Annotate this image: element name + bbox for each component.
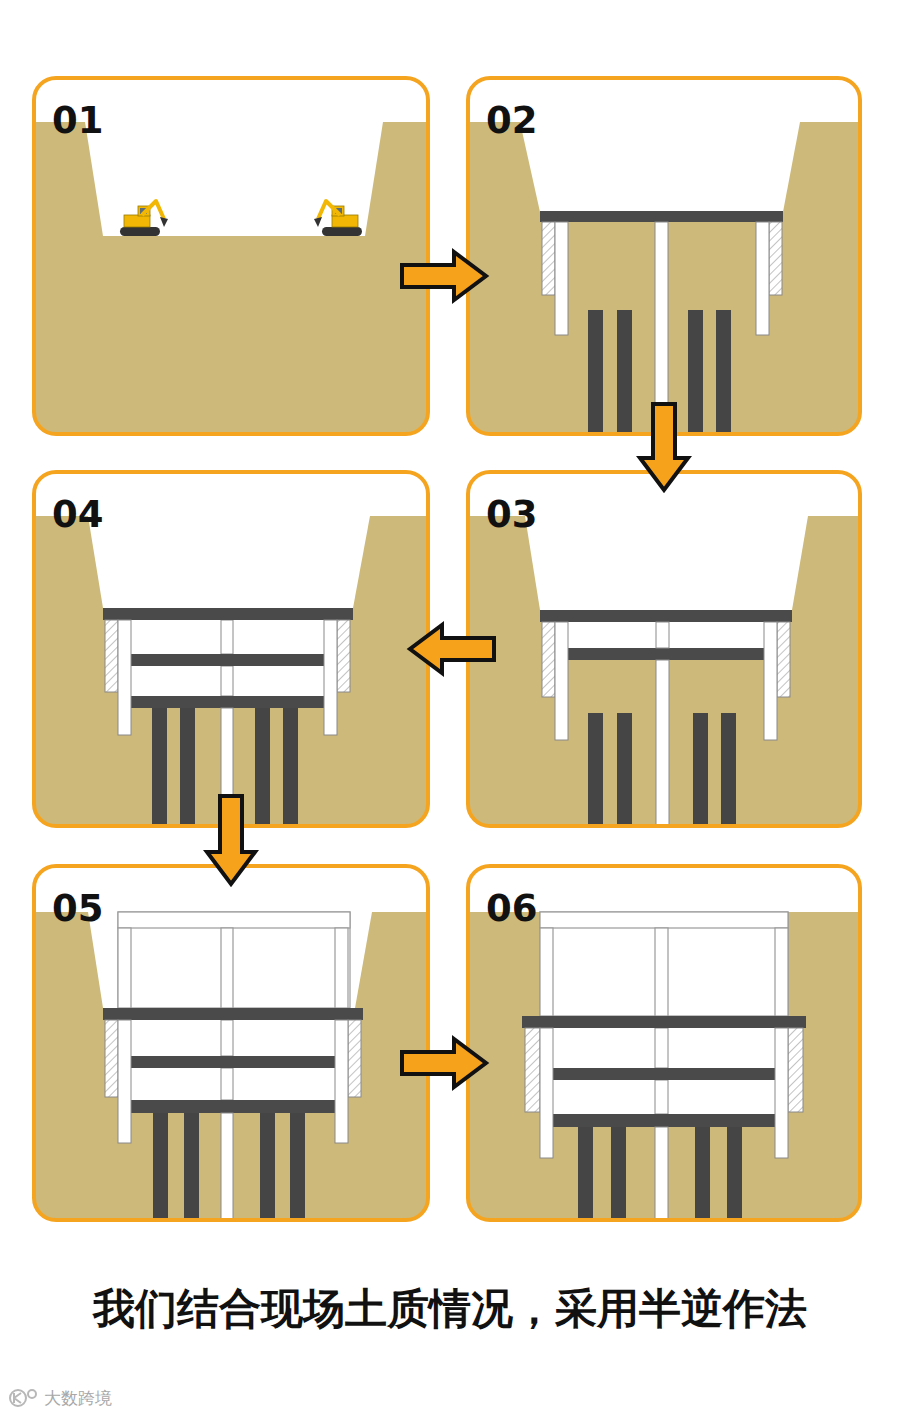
flow-arrow [640,404,688,490]
watermark: 大数跨境 [44,1388,112,1408]
step-number: 04 [52,496,104,533]
step-panel: 01 [32,76,430,436]
panel-03-drawing [468,472,860,826]
panel-05-drawing [34,866,428,1220]
step-number: 01 [52,102,104,139]
flow-arrow [410,625,494,673]
step-number: 05 [52,890,104,927]
panel-04-drawing [34,472,428,826]
caption: 我们结合现场土质情况，采用半逆作法 [93,1284,807,1334]
panel-06-drawing [468,866,860,1220]
step-number: 03 [486,496,538,533]
step-panel: 03 [466,470,862,828]
step-panel: 02 [466,76,862,436]
step-panel: 05 [32,864,430,1222]
step-number: 06 [486,890,538,927]
flow-arrow [402,1039,486,1087]
flow-arrow [402,252,486,300]
watermark-logo [10,1390,36,1406]
panel-01-drawing [34,78,428,434]
step-panel: 04 [32,470,430,828]
step-panel: 06 [466,864,862,1222]
flow-arrow [207,796,255,884]
step-number: 02 [486,102,538,139]
panel-02-drawing [468,78,860,434]
